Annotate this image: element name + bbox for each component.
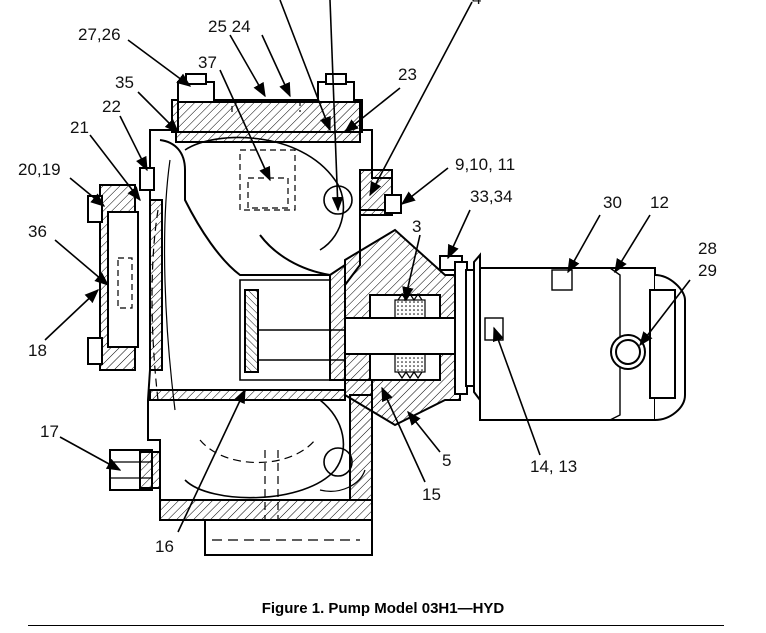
callout-29: 29 xyxy=(698,261,717,280)
callout-37: 37 xyxy=(198,53,217,72)
callout-5: 5 xyxy=(442,451,451,470)
hydraulic-motor xyxy=(454,252,686,421)
callout-labels: 27,26 25 24 37 35 22 21 20,19 36 18 17 1… xyxy=(18,0,717,556)
base-foot xyxy=(204,450,373,556)
callout-23: 23 xyxy=(398,65,417,84)
leader-lines xyxy=(44,0,691,533)
callout-14-13: 14, 13 xyxy=(530,457,577,476)
drain-plug xyxy=(109,449,161,491)
callout-22: 22 xyxy=(102,97,121,116)
callout-12: 12 xyxy=(650,193,669,212)
figure-caption: Figure 1. Pump Model 03H1—HYD xyxy=(261,600,505,617)
callout-17: 17 xyxy=(40,422,59,441)
callout-9-10-11: 9,10, 11 xyxy=(455,155,515,174)
callout-30: 30 xyxy=(603,193,622,212)
callout-28: 28 xyxy=(698,239,717,258)
callout-25-24: 25 24 xyxy=(208,17,251,36)
pump-casing xyxy=(147,101,393,521)
callout-4: 4 xyxy=(472,0,481,8)
seal-plate xyxy=(344,194,463,427)
callout-15: 15 xyxy=(422,485,441,504)
callout-27-26: 27,26 xyxy=(78,25,121,44)
callout-20-19: 20,19 xyxy=(18,160,61,179)
callout-21: 21 xyxy=(70,118,89,137)
callout-36: 36 xyxy=(28,222,47,241)
caption-rule xyxy=(28,625,724,626)
suction-flange xyxy=(87,167,155,371)
callout-18: 18 xyxy=(28,341,47,360)
cover-plate xyxy=(171,73,363,211)
callout-33-34: 33,34 xyxy=(470,187,513,206)
callout-3: 3 xyxy=(412,217,421,236)
callout-35: 35 xyxy=(115,73,134,92)
callout-16: 16 xyxy=(155,537,174,556)
